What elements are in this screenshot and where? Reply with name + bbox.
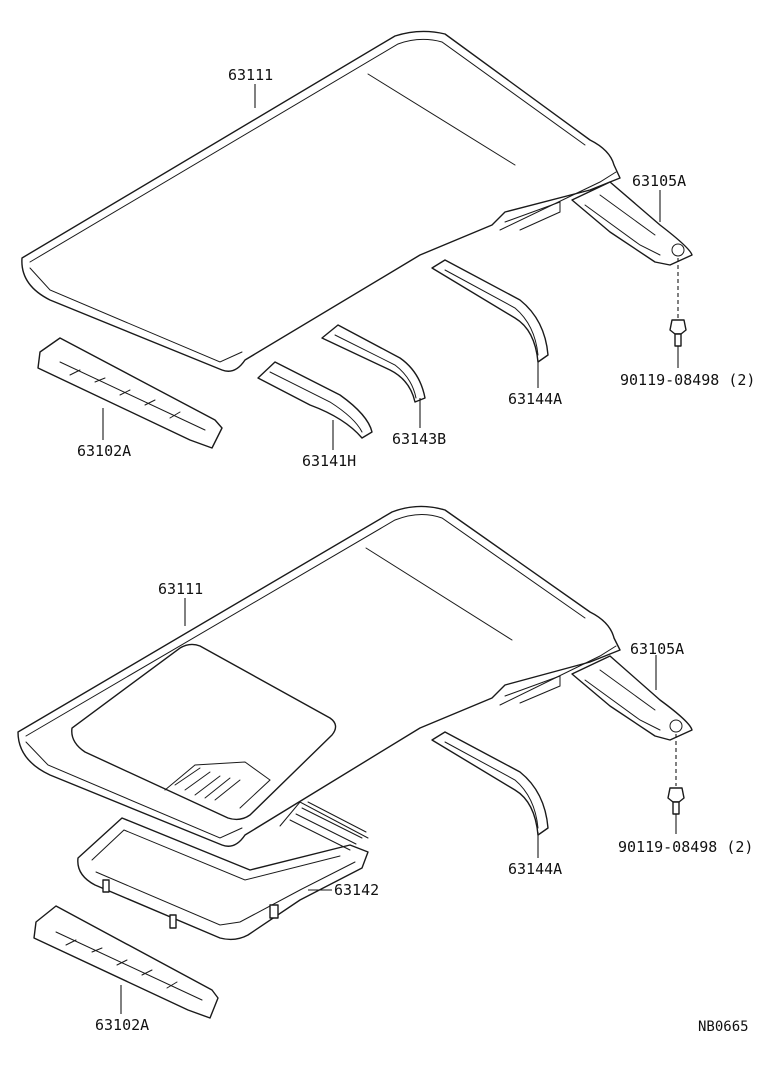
front-header-bottom [33, 905, 219, 1019]
rear-header-top [571, 181, 693, 266]
rear-header-bottom [571, 655, 693, 741]
bolt-top [669, 258, 687, 347]
roof-bow-center-top [321, 324, 426, 403]
label-roof-panel-top: 63111 [228, 66, 273, 84]
roof-bow-front-top [257, 361, 373, 439]
label-roof-panel-bottom: 63111 [158, 580, 203, 598]
roof-panel-bottom [17, 505, 621, 847]
top-assembly: 63111 63105A 90119-08498 (2) 63102A 6314… [21, 30, 755, 470]
roof-bow-rear-top [431, 259, 549, 363]
label-rear-header-top: 63105A [632, 172, 686, 190]
label-bow-rear-bottom: 63144A [508, 860, 562, 878]
drawing-code: NB0665 [698, 1019, 749, 1035]
label-rear-header-bottom: 63105A [630, 640, 684, 658]
bolt-bottom [667, 734, 685, 815]
label-front-header-bottom: 63102A [95, 1016, 149, 1034]
label-front-header-top: 63102A [77, 442, 131, 460]
label-bow-front-top: 63141H [302, 452, 356, 470]
roof-bow-rear-bottom [431, 731, 549, 836]
front-header-top [37, 337, 223, 449]
bottom-assembly: 63111 63105A 90119-08498 (2) 63142 63102… [17, 505, 753, 1034]
label-bow-rear-top: 63144A [508, 390, 562, 408]
label-sunroof-frame: 63142 [334, 881, 379, 899]
label-bow-center-top: 63143B [392, 430, 446, 448]
label-bolt-top: 90119-08498 (2) [620, 371, 755, 389]
label-bolt-bottom: 90119-08498 (2) [618, 838, 753, 856]
roof-panel-top [21, 30, 621, 372]
sunroof-frame [77, 801, 369, 941]
